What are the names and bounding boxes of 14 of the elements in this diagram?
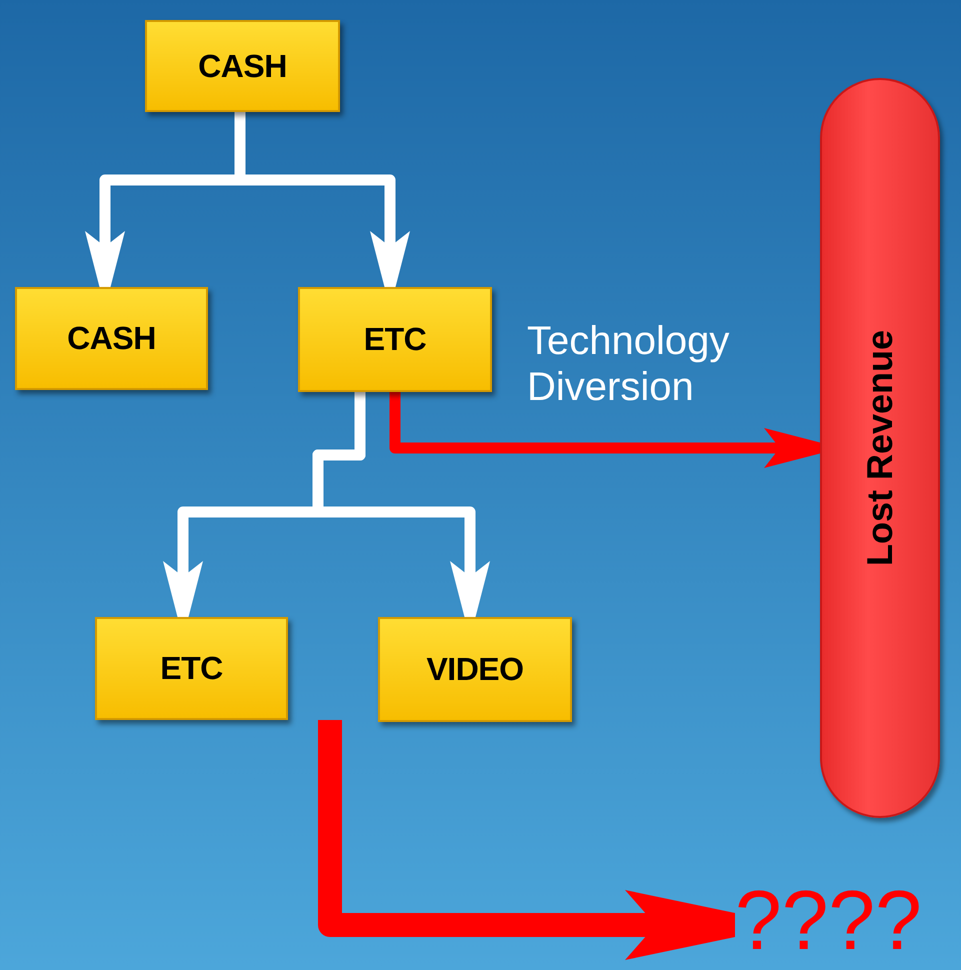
- node-label: VIDEO: [426, 651, 524, 688]
- node-label: ETC: [160, 650, 223, 687]
- process-box: [95, 617, 288, 720]
- process-box: [298, 287, 492, 392]
- node-label: Lost Revenue: [859, 330, 901, 566]
- node-label: CASH: [67, 320, 156, 357]
- edge-label: Technology Diversion: [527, 318, 730, 410]
- process-box: [145, 20, 340, 112]
- rounded-bar: [820, 78, 940, 818]
- node-label: CASH: [198, 48, 287, 84]
- process-box: [15, 287, 208, 390]
- node-label: ETC: [364, 321, 426, 358]
- process-box: [378, 617, 572, 722]
- question-marks-text: ????: [735, 878, 922, 962]
